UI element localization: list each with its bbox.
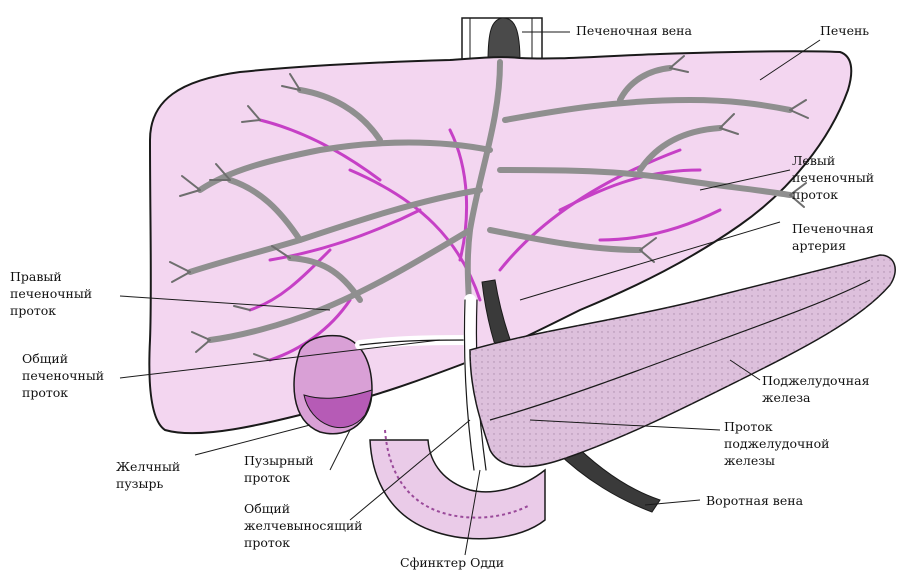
label-liver: Печень bbox=[820, 22, 869, 39]
label-cystic-duct: Пузырный проток bbox=[244, 452, 314, 486]
label-hepatic-artery: Печеночная артерия bbox=[792, 220, 874, 254]
label-common-bile-duct: Общий желчевыносящий проток bbox=[244, 500, 363, 551]
label-portal-vein: Воротная вена bbox=[706, 492, 803, 509]
gallbladder bbox=[294, 336, 372, 434]
label-common-hepatic-duct: Общий печеночный проток bbox=[22, 350, 104, 401]
inferior-vena-cava bbox=[462, 18, 542, 62]
label-left-hepatic-duct: Левый печеночный проток bbox=[792, 152, 874, 203]
label-hepatic-vein: Печеночная вена bbox=[576, 22, 692, 39]
label-pancreas: Поджелудочная железа bbox=[762, 372, 869, 406]
label-pancreatic-duct: Проток поджелудочной железы bbox=[724, 418, 829, 469]
label-gallbladder: Желчный пузырь bbox=[116, 458, 180, 492]
label-right-hepatic-duct: Правый печеночный проток bbox=[10, 268, 92, 319]
label-sphincter-oddi: Сфинктер Одди bbox=[400, 554, 504, 571]
